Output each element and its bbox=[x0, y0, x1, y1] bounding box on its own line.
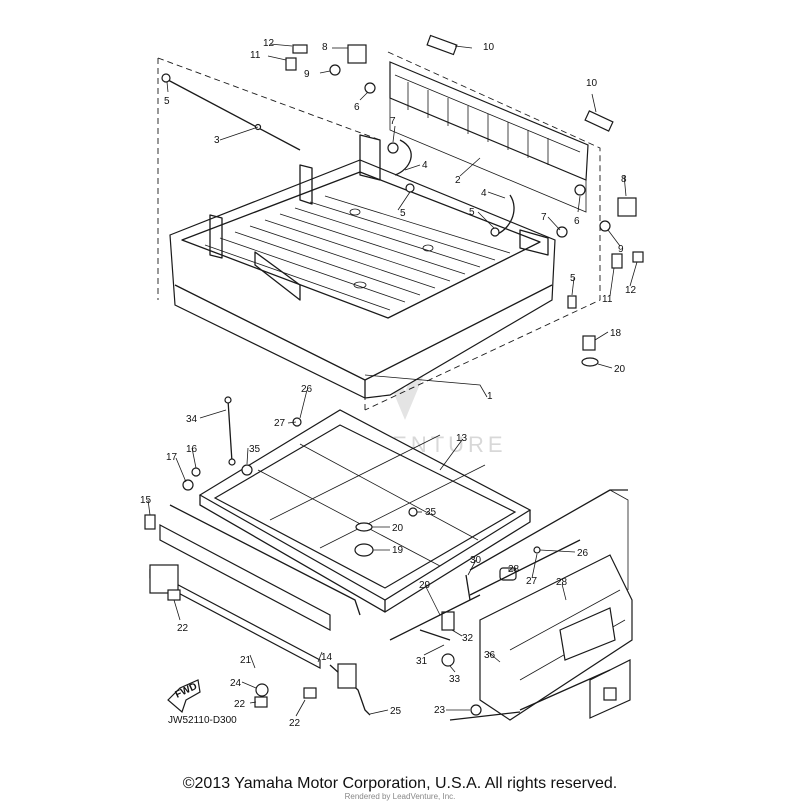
callout-7: 7 bbox=[541, 212, 547, 223]
callout-35: 35 bbox=[249, 444, 261, 455]
callout-4: 4 bbox=[481, 188, 487, 199]
callout-18: 18 bbox=[610, 328, 622, 339]
callout-20: 20 bbox=[392, 523, 404, 534]
callout-9: 9 bbox=[304, 69, 310, 80]
callout-28: 28 bbox=[556, 577, 568, 588]
fwd-arrow-icon: FWD bbox=[167, 679, 201, 714]
callout-22: 22 bbox=[177, 623, 189, 634]
support-rod bbox=[161, 73, 301, 151]
callout-19: 19 bbox=[392, 545, 404, 556]
callout-31: 31 bbox=[416, 656, 428, 667]
copyright-notice: ©2013 Yamaha Motor Corporation, U.S.A. A… bbox=[182, 775, 618, 792]
callout-5: 5 bbox=[469, 207, 475, 218]
callout-36: 36 bbox=[484, 650, 496, 661]
callout-22: 22 bbox=[234, 699, 246, 710]
callout-29: 29 bbox=[419, 580, 431, 591]
cargo-bed bbox=[169, 134, 556, 399]
callout-1: 1 bbox=[487, 391, 493, 402]
hardware-top bbox=[285, 34, 644, 367]
callout-5: 5 bbox=[164, 96, 170, 107]
callout-14: 14 bbox=[321, 652, 333, 663]
lower-rail bbox=[159, 524, 331, 631]
callout-25: 25 bbox=[390, 706, 402, 717]
callout-4: 4 bbox=[422, 160, 428, 171]
callout-11: 11 bbox=[602, 294, 613, 305]
callout-2: 2 bbox=[455, 175, 461, 186]
callout-20: 20 bbox=[614, 364, 626, 375]
lift-bar bbox=[149, 564, 321, 669]
callout-5: 5 bbox=[400, 208, 406, 219]
bed-subframe bbox=[198, 409, 532, 613]
callout-6: 6 bbox=[354, 102, 360, 113]
callout-11: 11 bbox=[250, 50, 261, 61]
callout-3: 3 bbox=[214, 135, 220, 146]
callout-26: 26 bbox=[577, 548, 589, 559]
bed-assembly-outline-right bbox=[364, 175, 601, 411]
callout-30: 30 bbox=[470, 555, 482, 566]
callout-23: 23 bbox=[434, 705, 446, 716]
callout-26: 26 bbox=[301, 384, 313, 395]
callout-8: 8 bbox=[621, 174, 627, 185]
side-rail bbox=[169, 504, 361, 616]
callout-8: 8 bbox=[322, 42, 328, 53]
callout-15: 15 bbox=[140, 495, 152, 506]
callout-12: 12 bbox=[263, 38, 275, 49]
callout-17: 17 bbox=[166, 452, 178, 463]
callout-10: 10 bbox=[586, 78, 598, 89]
callout-labels: 12 11 8 10 9 5 6 3 7 4 10 2 5 4 5 7 6 8 … bbox=[140, 38, 637, 729]
callout-27: 27 bbox=[274, 418, 286, 429]
vehicle-frame bbox=[449, 489, 633, 721]
callout-35: 35 bbox=[425, 507, 437, 518]
callout-32: 32 bbox=[462, 633, 474, 644]
callout-34: 34 bbox=[186, 414, 198, 425]
callout-6: 6 bbox=[574, 216, 580, 227]
rendered-by-notice: Rendered by LeadVenture, Inc. bbox=[344, 792, 456, 801]
callout-33: 33 bbox=[449, 674, 461, 685]
callout-22: 22 bbox=[289, 718, 301, 729]
callout-12: 12 bbox=[625, 285, 637, 296]
callout-7: 7 bbox=[390, 116, 396, 127]
tailgate-cable-left bbox=[394, 139, 412, 176]
callout-13: 13 bbox=[456, 433, 468, 444]
callout-10: 10 bbox=[483, 42, 495, 53]
drawing-code: JW52110-D300 bbox=[168, 715, 237, 726]
tailgate-outline-top bbox=[387, 51, 601, 175]
callout-9: 9 bbox=[618, 244, 624, 255]
callout-24: 24 bbox=[230, 678, 242, 689]
callout-5: 5 bbox=[570, 273, 576, 284]
callout-28: 28 bbox=[508, 564, 520, 575]
tailgate bbox=[389, 61, 589, 213]
callout-27: 27 bbox=[526, 576, 538, 587]
damper bbox=[224, 396, 236, 466]
release-lever bbox=[329, 663, 371, 716]
leader-lines bbox=[147, 43, 638, 717]
callout-16: 16 bbox=[186, 444, 198, 455]
callout-21: 21 bbox=[240, 655, 252, 666]
